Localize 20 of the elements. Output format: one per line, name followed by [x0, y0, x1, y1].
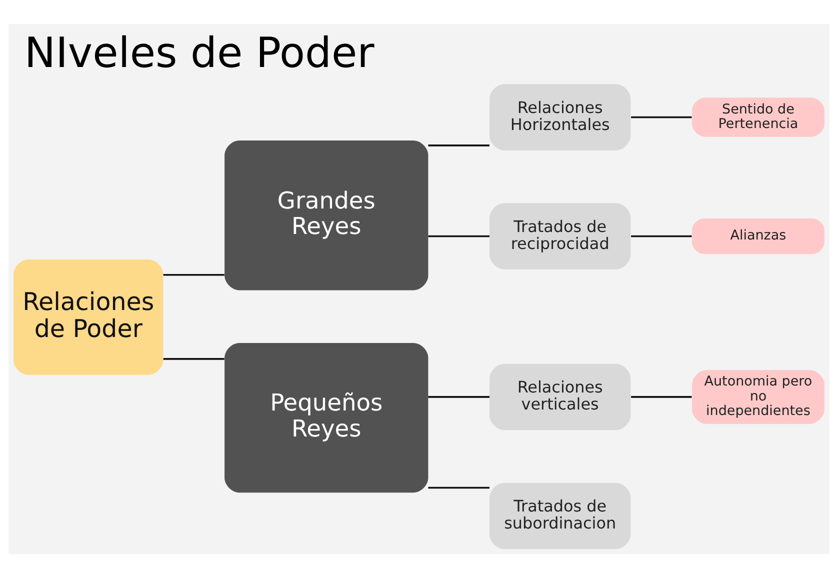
connector	[428, 396, 490, 398]
node-box: Tratados de subordinacion	[490, 482, 631, 549]
node-box: Autonomia pero no independientes	[692, 369, 824, 424]
node-box: Pequeños Reyes	[224, 342, 428, 492]
node-box: Alianzas	[692, 218, 824, 254]
node-box: Grandes Reyes	[224, 140, 428, 290]
connector	[163, 358, 224, 360]
node-box: Relaciones Horizontales	[490, 84, 631, 150]
connector	[428, 486, 490, 488]
node-box: Relaciones de Poder	[14, 259, 164, 374]
connector	[631, 396, 692, 398]
connector	[631, 234, 692, 237]
node-box: Tratados de reciprocidad	[490, 202, 631, 269]
connector	[631, 116, 692, 118]
node-box: Sentido de Pertenencia	[692, 97, 824, 136]
connector	[428, 144, 490, 146]
connector	[163, 273, 224, 276]
connector	[428, 234, 490, 237]
node-box: Relaciones verticales	[490, 363, 631, 430]
diagram-title: NIveles de Poder	[24, 28, 374, 77]
